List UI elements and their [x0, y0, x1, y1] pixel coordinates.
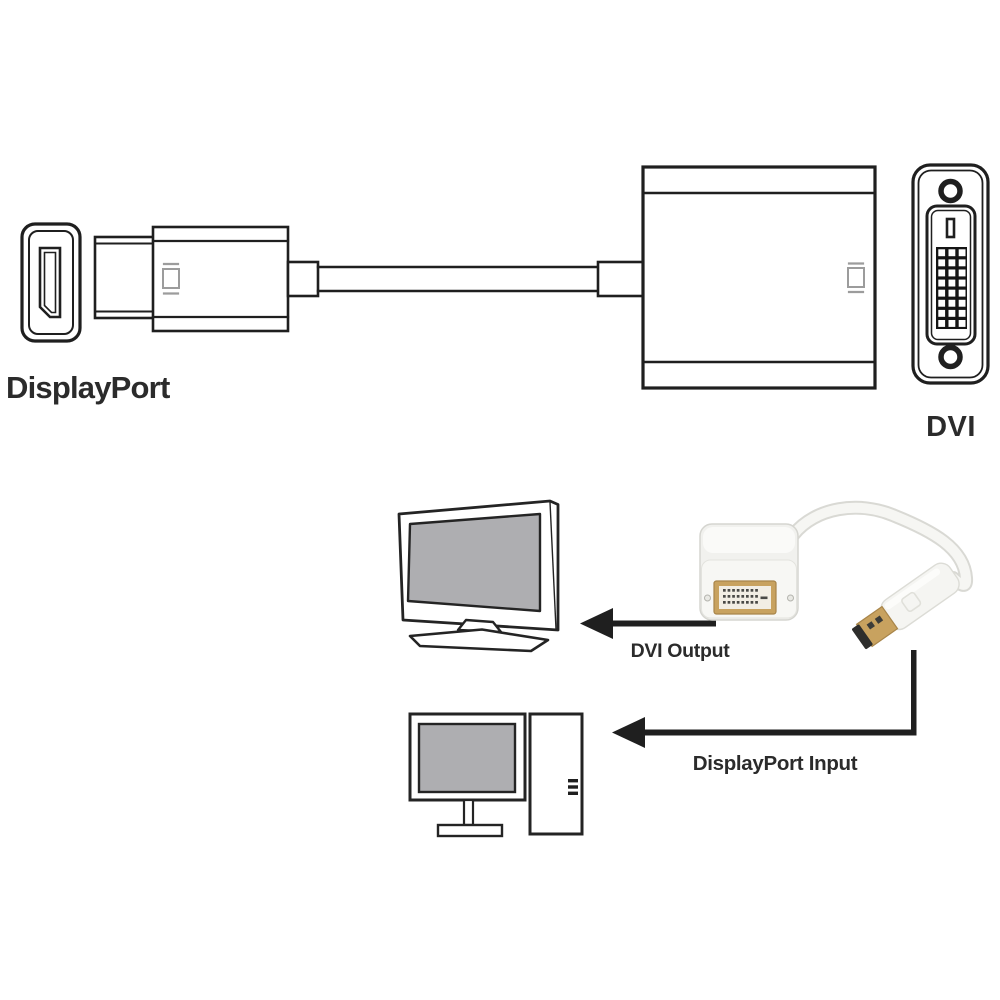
dvi-output-label: DVI Output	[631, 640, 731, 662]
displayport-input-arrow	[612, 650, 917, 748]
displayport-logo-mark	[162, 262, 180, 295]
displayport-plug-drawing	[93, 225, 290, 333]
displayport-socket-icon	[20, 222, 82, 343]
screw-hole	[787, 594, 794, 602]
tower-vents	[568, 779, 578, 795]
top-technical-drawing: DisplayPort DVI	[6, 163, 990, 443]
screw-hole	[704, 594, 711, 602]
adapter-displayport-plug	[852, 562, 960, 650]
dvi-port-pins	[723, 589, 768, 604]
displayport-logo-mark	[847, 262, 865, 294]
desktop-monitor-screen	[417, 722, 517, 794]
monitor-screen	[406, 512, 542, 613]
displayport-input-label: DisplayPort Input	[693, 752, 858, 775]
displayport-label: DisplayPort	[6, 370, 170, 405]
adapter-photo	[699, 500, 974, 650]
connection-illustration: DVI Output	[397, 499, 974, 838]
computer-tower	[528, 712, 584, 836]
desktop-computer-illustration	[408, 712, 584, 838]
displayport-logo-emboss	[901, 591, 922, 613]
dvi-adapter-housing-drawing	[641, 165, 877, 390]
dvi-label: DVI	[926, 411, 976, 443]
adapter-dvi-end	[699, 523, 799, 621]
monitor-illustration	[397, 499, 560, 653]
dvi-output-arrow	[580, 608, 716, 639]
plug-contact-face	[852, 624, 873, 650]
dvi-pin-grid	[936, 247, 967, 329]
adapter-cable-drawing	[286, 260, 645, 298]
dvi-connector-icon	[911, 163, 990, 385]
